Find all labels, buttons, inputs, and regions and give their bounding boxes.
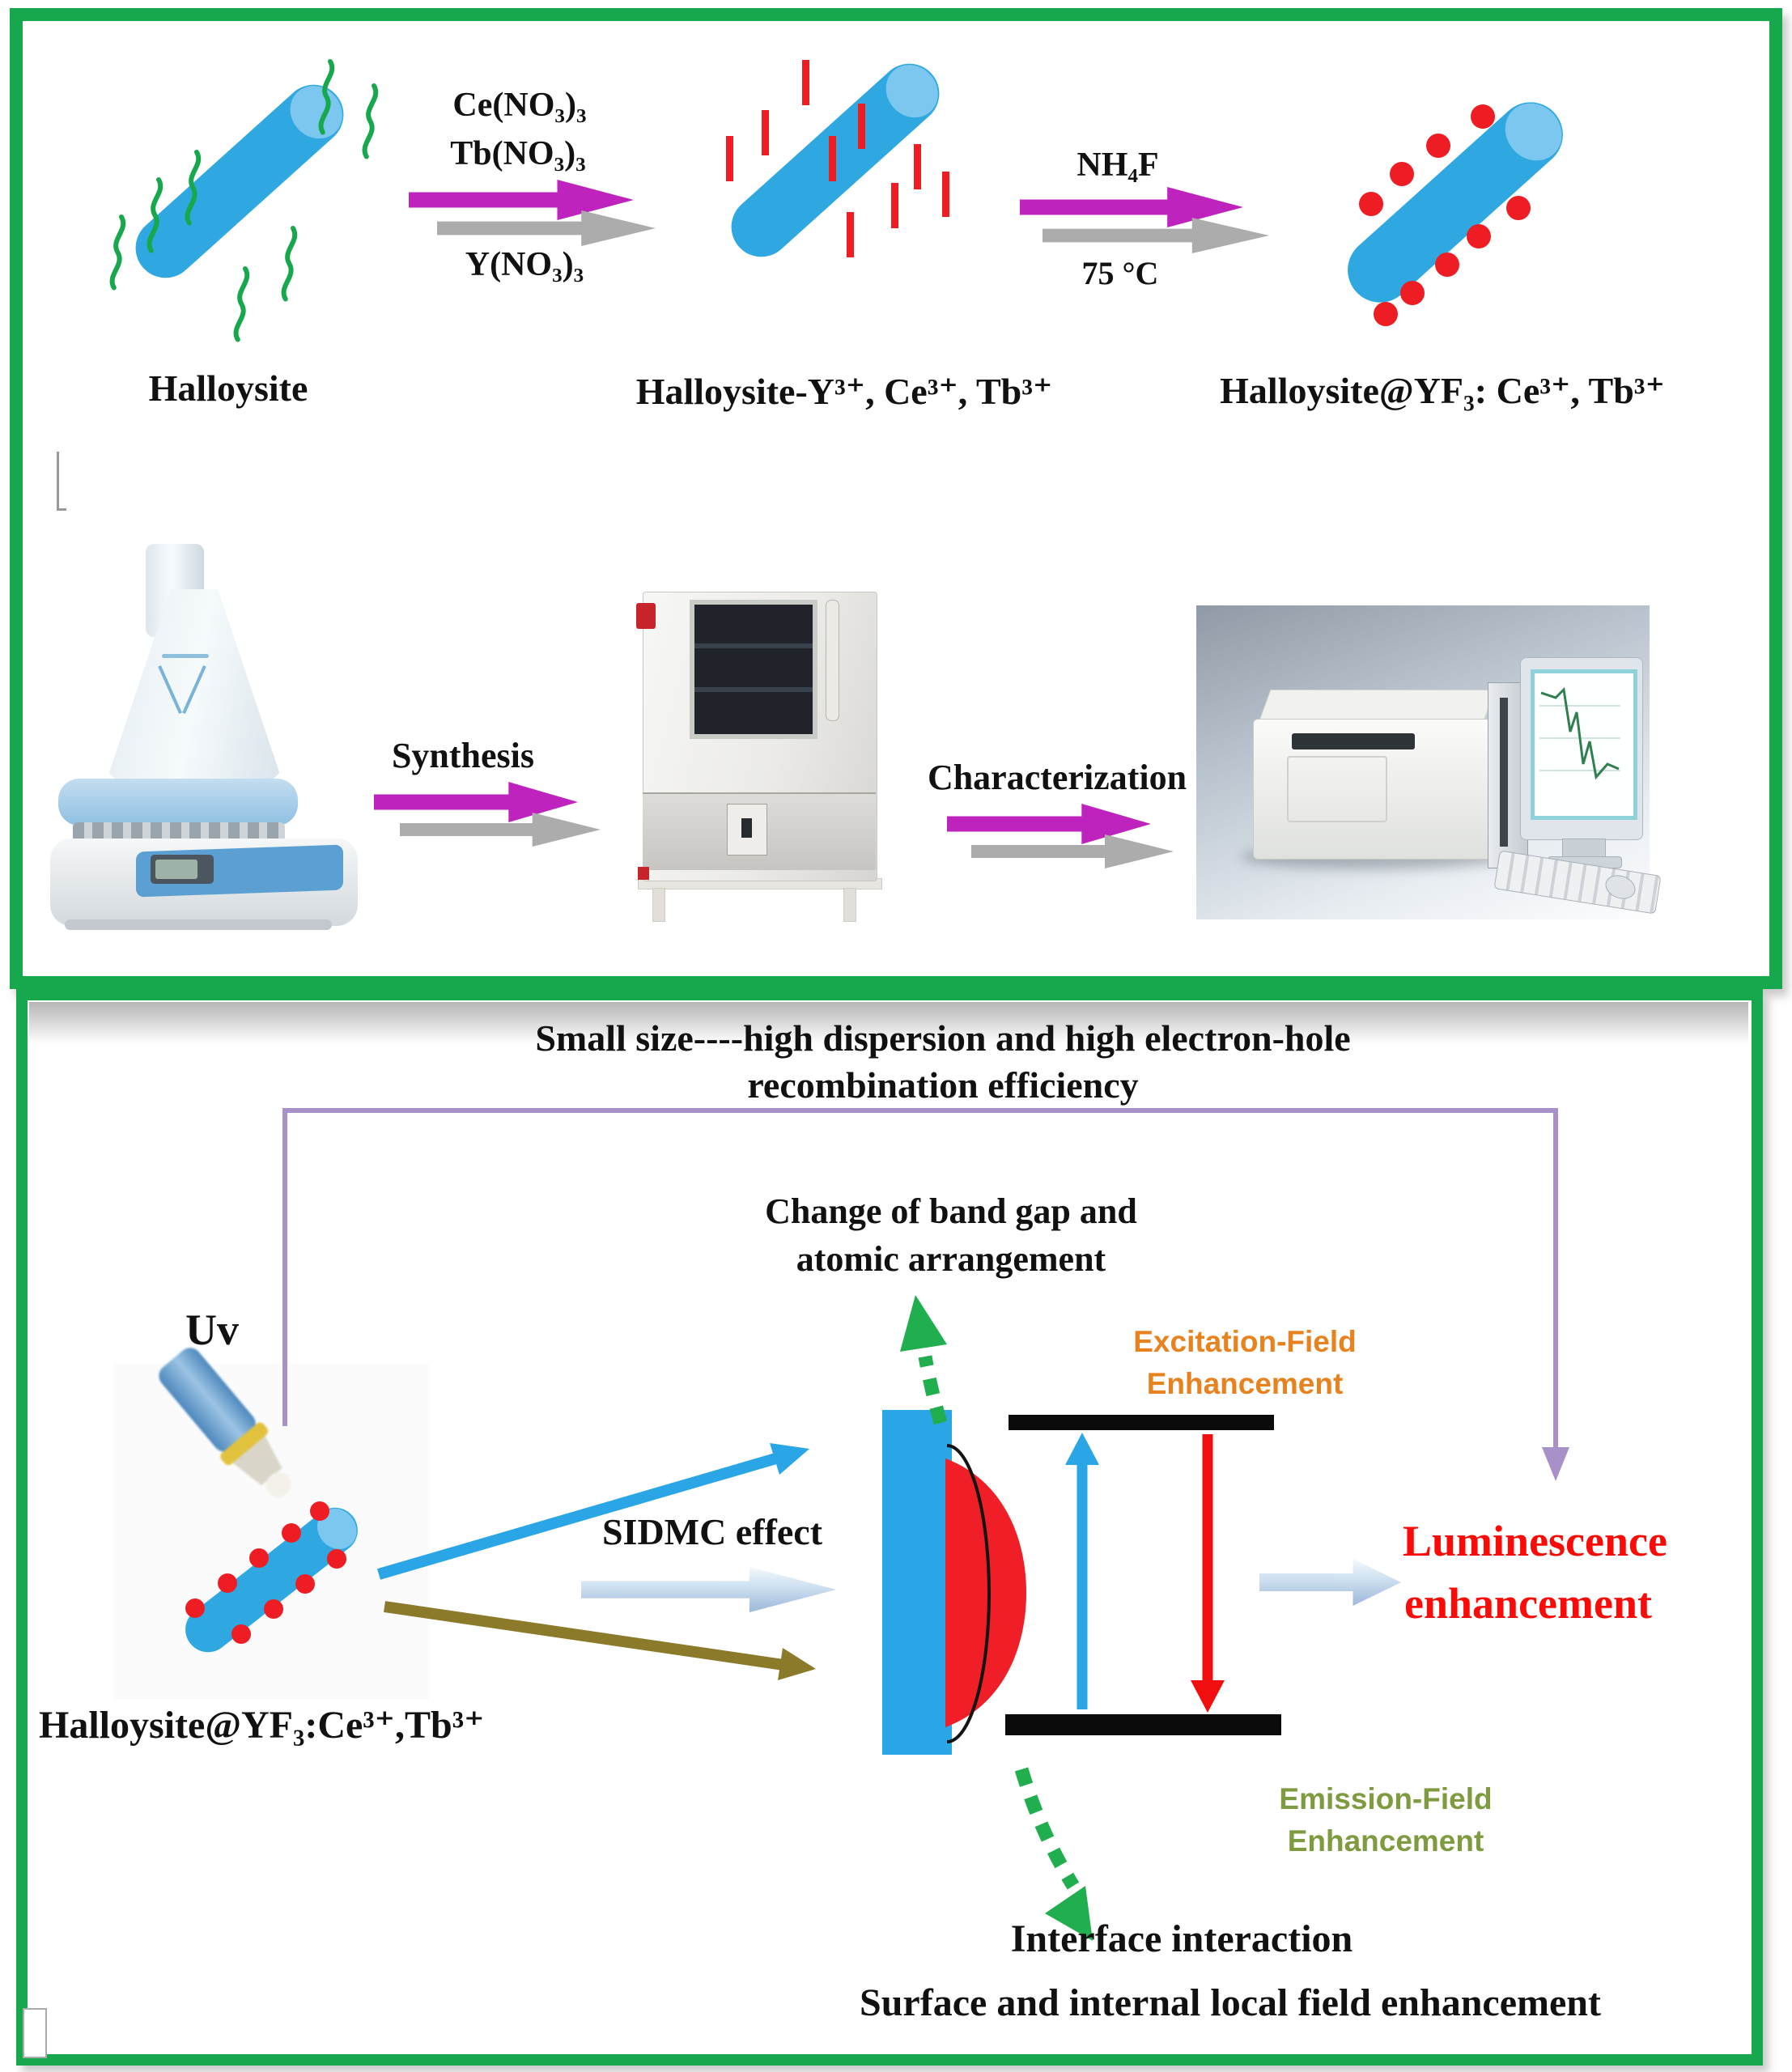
excitation-label-line2: Enhancement bbox=[1146, 1367, 1344, 1400]
composite-slab bbox=[882, 1410, 952, 1755]
bandgap-text-line2: atomic arrangement bbox=[796, 1239, 1106, 1279]
stirrer-top-plate bbox=[58, 779, 298, 826]
characterization-label: Characterization bbox=[927, 758, 1187, 797]
surface-label: Surface and internal local field enhance… bbox=[860, 1981, 1601, 2024]
scan-artifact-line bbox=[57, 452, 59, 510]
oven-shelf bbox=[694, 687, 813, 692]
reagent-y-label: Y(NO₃)₃ bbox=[465, 246, 584, 283]
halloysite-label: Halloysite bbox=[148, 367, 308, 409]
oven-photo bbox=[631, 587, 886, 922]
nh4f-label: NH₄F bbox=[1076, 146, 1159, 184]
monitor bbox=[1520, 657, 1643, 840]
tower-stripe bbox=[1500, 698, 1508, 847]
oven-stand-leg bbox=[652, 888, 665, 922]
emission-label-line1: Emission-Field bbox=[1279, 1782, 1493, 1815]
scan-artifact-line bbox=[57, 508, 66, 511]
excitation-label-line1: Excitation-Field bbox=[1133, 1325, 1357, 1358]
reagent-ce-label: Ce(NO₃)₃ bbox=[452, 87, 587, 124]
scan-artifact-box bbox=[23, 2008, 47, 2058]
luminescence-label-line2: enhancement bbox=[1404, 1579, 1652, 1628]
oven-latch-slot bbox=[741, 818, 752, 838]
temperature-label: 75 °C bbox=[1081, 255, 1159, 291]
panel-inner-shadow bbox=[29, 1002, 1748, 1044]
uv-label: Uv bbox=[185, 1306, 239, 1354]
luminescence-label-line1: Luminescence bbox=[1403, 1517, 1667, 1565]
stirrer-base-lip bbox=[65, 919, 332, 930]
sidmc-label: SIDMC effect bbox=[601, 1511, 823, 1552]
emission-label-line2: Enhancement bbox=[1287, 1824, 1484, 1858]
sample-label: Halloysite@YF₃:Ce³⁺,Tb³⁺ bbox=[39, 1704, 485, 1747]
product2-label: Halloysite@YF₃: Ce³⁺, Tb³⁺ bbox=[1220, 370, 1665, 411]
monitor-stand bbox=[1562, 839, 1606, 860]
uv-lamp-photo bbox=[113, 1343, 429, 1700]
oven-handle bbox=[826, 600, 839, 721]
oven-shelf bbox=[694, 643, 813, 648]
synthesis-label: Synthesis bbox=[391, 736, 535, 775]
reagent-tb-label: Tb(NO₃)₃ bbox=[450, 135, 586, 172]
spectrum-trace bbox=[1539, 686, 1620, 780]
ground-level-bar bbox=[1005, 1714, 1281, 1735]
spectrometer-photo bbox=[1196, 605, 1662, 919]
mechanism-title-line1: Small size----high dispersion and high e… bbox=[535, 1017, 1351, 1059]
spectrometer-slit bbox=[1292, 733, 1415, 749]
flask-liquid-mark bbox=[162, 654, 209, 658]
stirrer-display-screen bbox=[155, 860, 197, 879]
bandgap-text-line1: Change of band gap and bbox=[765, 1191, 1137, 1231]
excited-level-bar bbox=[1009, 1415, 1274, 1430]
oven-logo bbox=[636, 603, 656, 629]
stirrer-photo bbox=[40, 526, 364, 931]
spectrometer-door-line bbox=[1287, 756, 1387, 822]
product1-label: Halloysite-Y³⁺, Ce³⁺, Tb³⁺ bbox=[635, 371, 1053, 412]
oven-logo-small bbox=[638, 867, 649, 880]
monitor-screen bbox=[1531, 669, 1637, 820]
oven-window bbox=[690, 600, 817, 739]
oven-stand-leg bbox=[843, 888, 856, 922]
interface-label: Interface interaction bbox=[1010, 1917, 1353, 1960]
mechanism-title-line2: recombination efficiency bbox=[747, 1064, 1139, 1106]
